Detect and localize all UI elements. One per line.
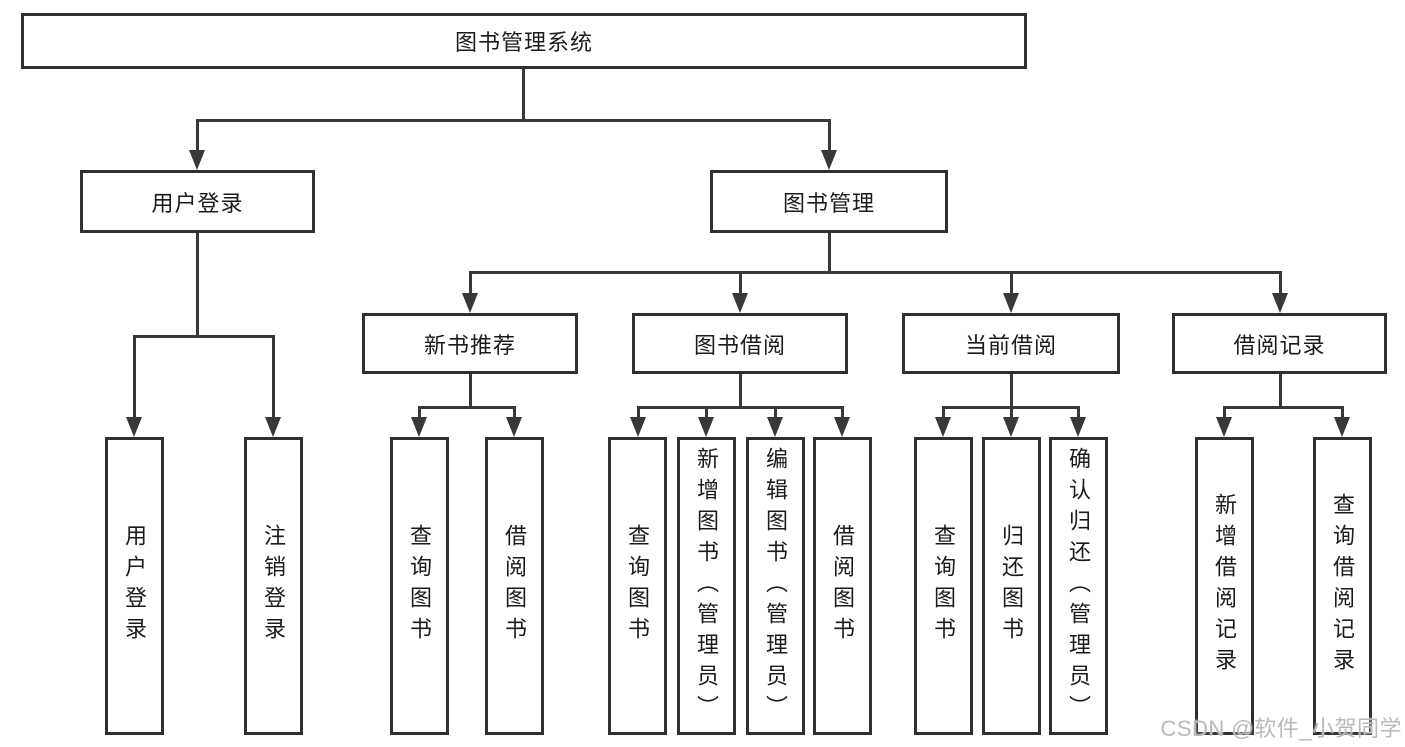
node-label: 当前借阅 xyxy=(964,332,1057,358)
leaf-query-books-recommend: 查询图书 xyxy=(390,437,449,735)
arrow-down-icon xyxy=(935,417,951,437)
leaf-query-books-borrow: 查询图书 xyxy=(608,437,667,735)
connector-book-borrow-stem xyxy=(739,374,742,409)
connector-drop-leaf xyxy=(133,335,136,419)
connector-drop-leaf xyxy=(705,406,708,420)
connector-drop-leaf xyxy=(942,406,945,420)
arrow-down-icon xyxy=(1003,293,1019,313)
connector-new-book-branch xyxy=(418,406,516,409)
connector-borrow-records-stem xyxy=(1279,374,1282,409)
connector-drop-leaf xyxy=(637,406,640,420)
leaf-label: 注销登录 xyxy=(261,524,286,648)
connector-drop-leaf xyxy=(841,406,844,420)
arrow-down-icon xyxy=(1070,417,1086,437)
connector-new-book-stem xyxy=(469,374,472,409)
leaf-user-login: 用户登录 xyxy=(105,437,164,735)
arrow-down-icon xyxy=(630,417,646,437)
connector-drop-leaf xyxy=(1341,406,1344,420)
connector-borrow-records-branch xyxy=(1223,406,1344,409)
arrow-down-icon xyxy=(265,417,281,437)
leaf-label: 查询借阅记录 xyxy=(1330,493,1355,679)
connector-drop-borrow-records xyxy=(1279,271,1282,295)
node-root-label: 图书管理系统 xyxy=(454,30,593,55)
node-book-management: 图书管理 xyxy=(710,170,948,233)
arrow-down-icon xyxy=(767,417,783,437)
leaf-label: 用户登录 xyxy=(122,524,147,648)
leaf-label: 新增借阅记录 xyxy=(1212,493,1237,679)
arrow-down-icon xyxy=(1003,417,1019,437)
leaf-label: 查询图书 xyxy=(407,524,432,648)
leaf-label: 借阅图书 xyxy=(830,524,855,648)
connector-drop-user-login xyxy=(196,119,199,152)
connector-user-login-branch xyxy=(133,335,275,338)
arrow-down-icon xyxy=(189,150,205,170)
connector-drop-leaf xyxy=(513,406,516,420)
node-label: 借阅记录 xyxy=(1233,332,1326,358)
leaf-label: 归还图书 xyxy=(999,524,1024,648)
connector-current-borrow-stem xyxy=(1010,374,1013,409)
arrow-down-icon xyxy=(506,417,522,437)
connector-drop-leaf xyxy=(774,406,777,420)
connector-drop-book-management xyxy=(828,119,831,152)
node-book-borrow: 图书借阅 xyxy=(632,313,848,374)
leaf-label: 新增图书（管理员） xyxy=(694,446,719,726)
connector-drop-leaf xyxy=(418,406,421,420)
node-label: 图书管理 xyxy=(782,190,875,216)
connector-drop-book-borrow xyxy=(739,271,742,295)
leaf-return-books: 归还图书 xyxy=(982,437,1041,735)
connector-drop-leaf xyxy=(272,335,275,419)
arrow-down-icon xyxy=(1216,417,1232,437)
arrow-down-icon xyxy=(126,417,142,437)
connector-level3-branch xyxy=(469,271,1282,274)
arrow-down-icon xyxy=(698,417,714,437)
leaf-edit-books-admin: 编辑图书（管理员） xyxy=(746,437,805,735)
connector-root-stem xyxy=(522,69,525,122)
node-label: 用户登录 xyxy=(151,190,244,216)
arrow-down-icon xyxy=(411,417,427,437)
leaf-label: 借阅图书 xyxy=(502,524,527,648)
leaf-borrow-books-recommend: 借阅图书 xyxy=(485,437,544,735)
connector-level2-branch xyxy=(196,119,831,122)
arrow-down-icon xyxy=(1272,293,1288,313)
connector-book-management-stem xyxy=(828,233,831,274)
node-root: 图书管理系统 xyxy=(21,13,1027,69)
leaf-label: 查询图书 xyxy=(931,524,956,648)
arrow-down-icon xyxy=(462,293,478,313)
leaf-label: 编辑图书（管理员） xyxy=(763,446,788,726)
arrow-down-icon xyxy=(732,293,748,313)
node-new-book-recommend: 新书推荐 xyxy=(362,313,578,374)
csdn-watermark: CSDN @软件_小贺同学 xyxy=(1160,716,1402,741)
arrow-down-icon xyxy=(1334,417,1350,437)
node-borrow-records: 借阅记录 xyxy=(1172,313,1387,374)
leaf-logout-login: 注销登录 xyxy=(244,437,303,735)
connector-book-borrow-branch xyxy=(637,406,844,409)
leaf-label: 查询图书 xyxy=(625,524,650,648)
leaf-query-borrow-record: 查询借阅记录 xyxy=(1313,437,1372,735)
node-label: 图书借阅 xyxy=(693,332,786,358)
connector-drop-new-book xyxy=(469,271,472,295)
connector-drop-current-borrow xyxy=(1010,271,1013,295)
node-label: 新书推荐 xyxy=(423,332,516,358)
leaf-add-borrow-record: 新增借阅记录 xyxy=(1195,437,1254,735)
node-user-login: 用户登录 xyxy=(80,170,315,233)
connector-drop-leaf xyxy=(1010,406,1013,420)
leaf-add-books-admin: 新增图书（管理员） xyxy=(677,437,736,735)
leaf-borrow-books: 借阅图书 xyxy=(813,437,872,735)
arrow-down-icon xyxy=(834,417,850,437)
connector-drop-leaf xyxy=(1223,406,1226,420)
leaf-label: 确认归还（管理员） xyxy=(1066,446,1091,726)
connector-user-login-stem xyxy=(196,233,199,338)
node-current-borrow: 当前借阅 xyxy=(902,313,1120,374)
leaf-query-books-current: 查询图书 xyxy=(914,437,973,735)
connector-drop-leaf xyxy=(1077,406,1080,420)
leaf-confirm-return-admin: 确认归还（管理员） xyxy=(1049,437,1108,735)
arrow-down-icon xyxy=(821,150,837,170)
